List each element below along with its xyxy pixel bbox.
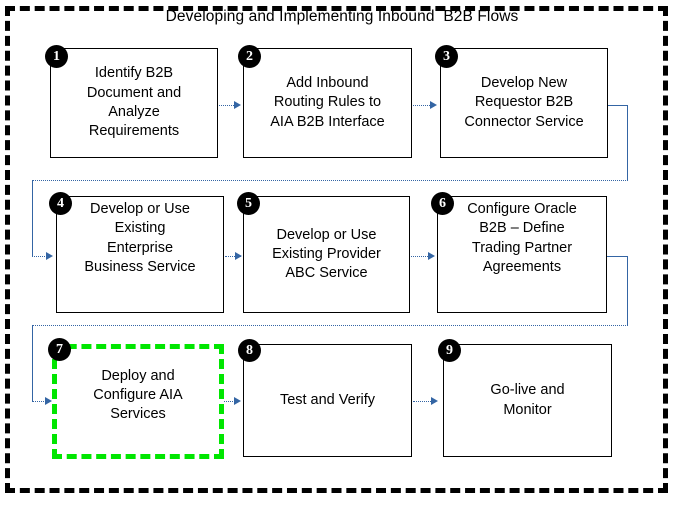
connector-6-to-7-arrowhead <box>45 397 52 405</box>
step-badge-2: 2 <box>238 45 261 68</box>
step-badge-9: 9 <box>438 339 461 362</box>
process-node-1[interactable]: Identify B2B Document and Analyze Requir… <box>50 48 218 158</box>
connector-1-to-2-arrowhead <box>234 101 241 109</box>
step-badge-4: 4 <box>49 192 72 215</box>
connector-3-to-4-segment-right <box>608 105 627 106</box>
process-node-9-label: Go-live and Monitor <box>490 382 565 418</box>
process-node-3[interactable]: Develop New Requestor B2B Connector Serv… <box>440 48 608 158</box>
connector-4-to-5-arrowhead <box>235 252 242 260</box>
step-badge-5: 5 <box>237 192 260 215</box>
connector-5-to-6 <box>411 256 428 257</box>
process-node-4[interactable]: Develop or Use Existing Enterprise Busin… <box>56 196 224 313</box>
process-node-9[interactable]: Go-live and Monitor <box>443 344 612 457</box>
process-node-4-label: Develop or Use Existing Enterprise Busin… <box>84 201 196 275</box>
step-badge-8: 8 <box>238 339 261 362</box>
process-node-2[interactable]: Add Inbound Routing Rules to AIA B2B Int… <box>243 48 412 158</box>
process-node-1-label: Identify B2B Document and Analyze Requir… <box>86 65 182 140</box>
connector-3-to-4-segment-left <box>32 180 628 181</box>
process-node-2-label: Add Inbound Routing Rules to AIA B2B Int… <box>270 75 385 130</box>
connector-6-to-7-segment-drop <box>32 325 33 402</box>
step-badge-1: 1 <box>45 45 68 68</box>
connector-6-to-7-segment-left <box>32 325 628 326</box>
process-node-5[interactable]: Develop or Use Existing Provider ABC Ser… <box>243 196 410 313</box>
connector-7-to-8 <box>224 401 239 402</box>
process-node-3-label: Develop New Requestor B2B Connector Serv… <box>464 75 584 130</box>
step-badge-6: 6 <box>431 192 454 215</box>
diagram-title: Developing and Implementing Inbound B2B … <box>165 8 519 25</box>
connector-6-to-7-segment-in <box>32 401 50 402</box>
process-node-7[interactable]: Deploy and Configure AIA Services <box>52 344 224 459</box>
process-node-5-label: Develop or Use Existing Provider ABC Ser… <box>272 226 381 282</box>
connector-1-to-2 <box>219 105 236 106</box>
connector-2-to-3 <box>413 105 430 106</box>
connector-8-to-9 <box>413 401 431 402</box>
connector-6-to-7-segment-right <box>607 256 627 257</box>
step-badge-7: 7 <box>48 338 71 361</box>
connector-3-to-4-segment-in <box>32 256 49 257</box>
connector-5-to-6-arrowhead <box>428 252 435 260</box>
connector-3-to-4-segment-drop <box>32 180 33 256</box>
process-node-8[interactable]: Test and Verify <box>243 344 412 457</box>
step-badge-3: 3 <box>435 45 458 68</box>
process-node-6[interactable]: Configure Oracle B2B – Define Trading Pa… <box>437 196 607 313</box>
connector-4-to-5 <box>225 256 241 257</box>
connector-6-to-7-segment-down <box>627 256 628 326</box>
connector-3-to-4-arrowhead <box>46 252 53 260</box>
process-node-6-label: Configure Oracle B2B – Define Trading Pa… <box>467 201 577 275</box>
process-node-8-label: Test and Verify <box>279 391 376 408</box>
connector-3-to-4-segment-down <box>627 105 628 181</box>
connector-8-to-9-arrowhead <box>431 397 438 405</box>
connector-7-to-8-arrowhead <box>234 397 241 405</box>
process-node-7-label: Deploy and Configure AIA Services <box>93 367 183 423</box>
connector-2-to-3-arrowhead <box>430 101 437 109</box>
